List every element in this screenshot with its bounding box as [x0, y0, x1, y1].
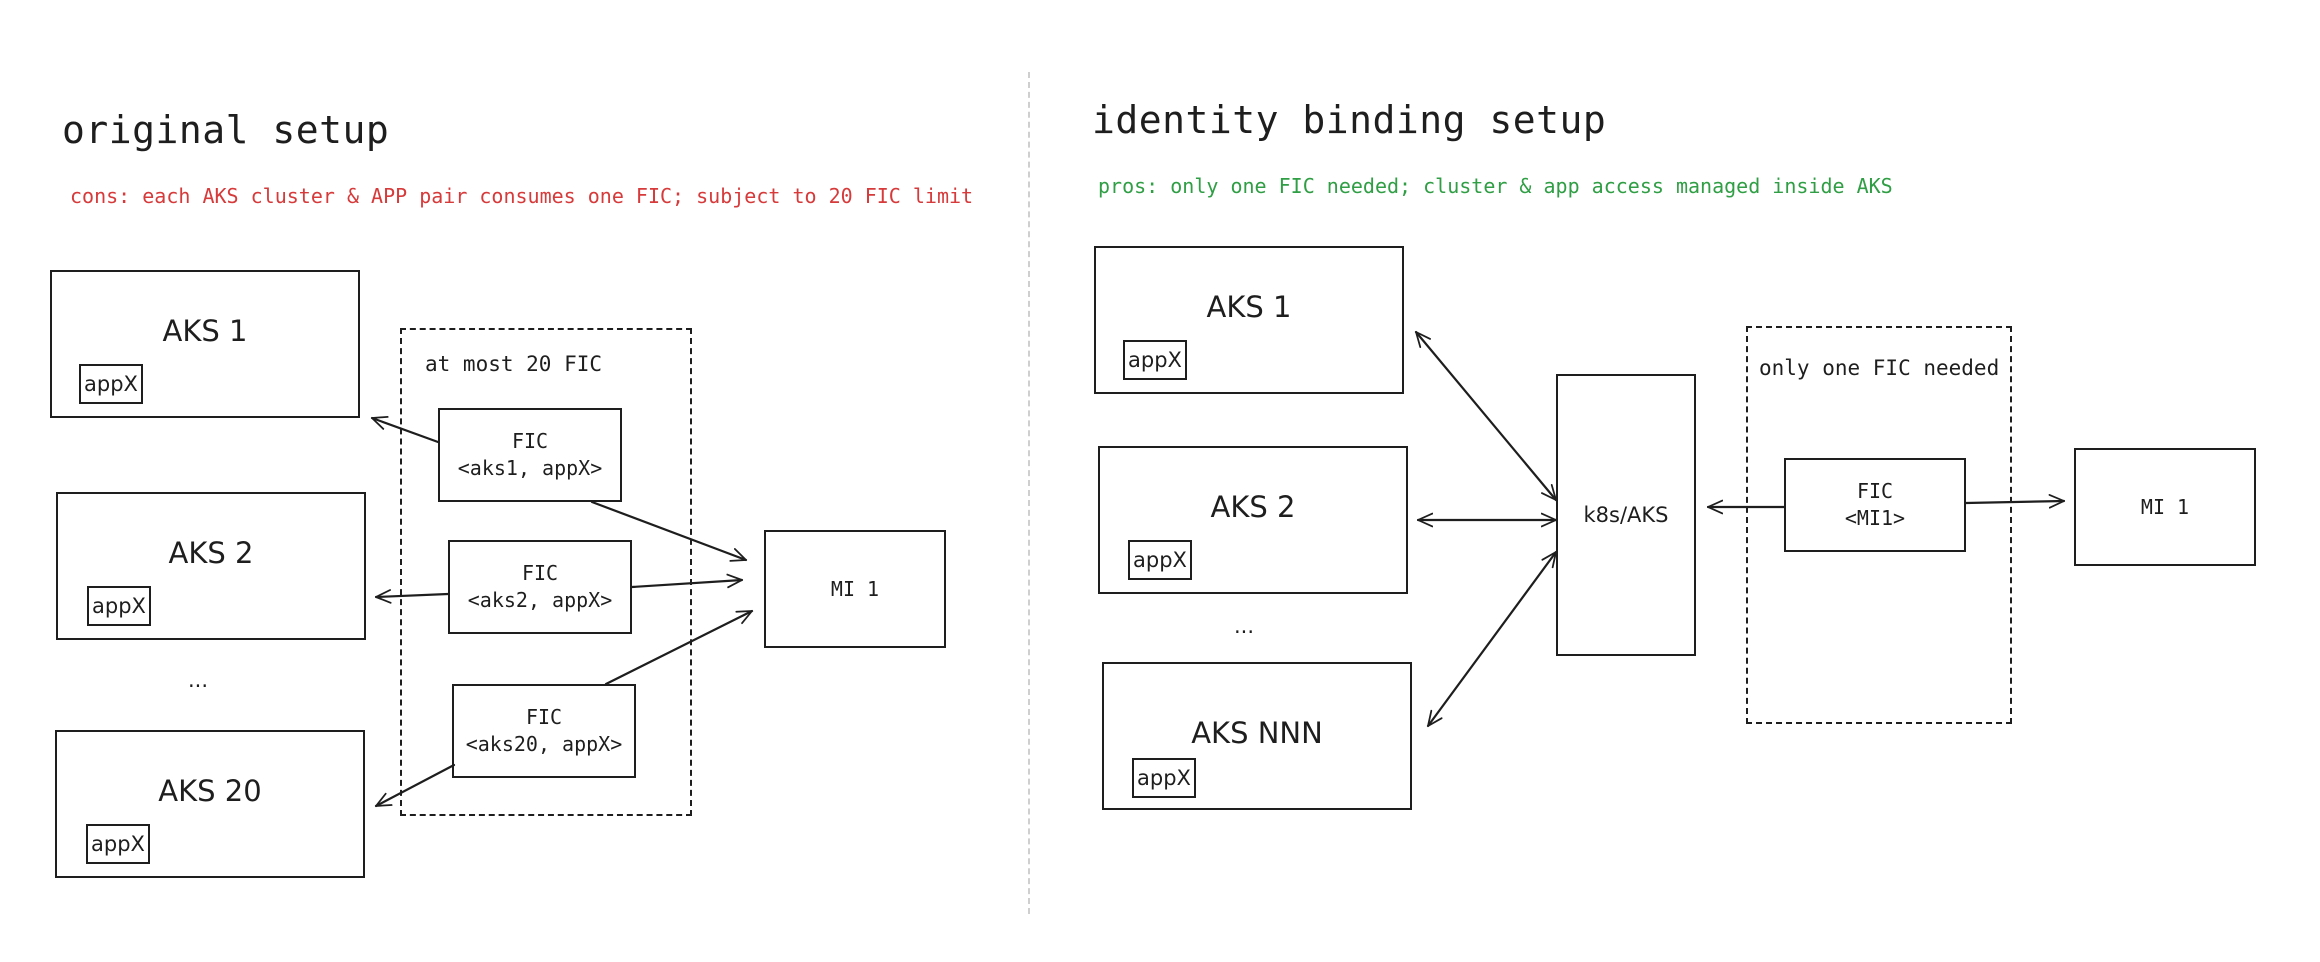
aks-nnn-box: AKS NNN appX — [1102, 662, 1412, 810]
arrow-fic20-mi — [604, 609, 754, 686]
aks-1-label: AKS 1 — [162, 314, 248, 348]
app-badge: appX — [1128, 540, 1192, 580]
app-badge: appX — [87, 586, 151, 626]
app-badge: appX — [1123, 340, 1187, 380]
app-badge: appX — [79, 364, 143, 404]
section-divider — [1028, 72, 1030, 914]
left-title: original setup — [62, 108, 390, 152]
arrow-fic20-aks20 — [374, 763, 456, 808]
cons-note: cons: each AKS cluster & APP pair consum… — [70, 184, 974, 208]
k8s-aks-box: k8s/AKS — [1556, 374, 1696, 656]
pros-note: pros: only one FIC needed; cluster & app… — [1098, 174, 1893, 198]
arrow-fic1-mi — [590, 500, 748, 560]
fic-group — [400, 328, 692, 816]
fic-mi1: FIC <MI1> — [1784, 458, 1966, 552]
fic-group-label: only one FIC needed — [1759, 356, 2000, 380]
arrow-fic1-aks1 — [370, 418, 440, 444]
ellipsis: ... — [188, 668, 209, 692]
fic-title: FIC — [525, 705, 563, 729]
fic-group-label: at most 20 FIC — [425, 352, 603, 376]
ellipsis: ... — [1234, 614, 1255, 638]
arrow-fic2-mi — [630, 580, 744, 587]
aks-20-box: AKS 20 appX — [55, 730, 365, 878]
aks-20-label: AKS 20 — [158, 774, 262, 808]
aks-1-box: AKS 1 appX — [50, 270, 360, 418]
mi-1-left: MI 1 — [764, 530, 946, 648]
aks-2-label: AKS 2 — [1210, 490, 1296, 524]
aks-2-box: AKS 2 appX — [56, 492, 366, 640]
aks-1-box: AKS 1 appX — [1094, 246, 1404, 394]
app-badge: appX — [86, 824, 150, 864]
fic-aks20: FIC <aks20, appX> — [452, 684, 636, 778]
aks-nnn-label: AKS NNN — [1191, 716, 1323, 750]
mi-1-right: MI 1 — [2074, 448, 2256, 566]
app-badge: appX — [1132, 758, 1196, 798]
arrow-fic-mi — [1964, 501, 2066, 503]
fic-subject: <MI1> — [1844, 506, 1906, 530]
fic-title: FIC — [1856, 479, 1894, 503]
arrow-aksnnn-hub — [1426, 550, 1558, 728]
arrow-fic2-aks2 — [374, 594, 450, 597]
fic-title: FIC — [511, 429, 549, 453]
fic-subject: <aks2, appX> — [467, 588, 613, 612]
right-title: identity binding setup — [1092, 98, 1607, 142]
fic-subject: <aks1, appX> — [457, 456, 603, 480]
fic-group — [1746, 326, 2012, 724]
aks-2-label: AKS 2 — [168, 536, 254, 570]
arrow-aks1-hub — [1414, 330, 1558, 502]
aks-2-box: AKS 2 appX — [1098, 446, 1408, 594]
fic-title: FIC — [521, 561, 559, 585]
fic-subject: <aks20, appX> — [465, 732, 623, 756]
aks-1-label: AKS 1 — [1206, 290, 1292, 324]
fic-aks1: FIC <aks1, appX> — [438, 408, 622, 502]
